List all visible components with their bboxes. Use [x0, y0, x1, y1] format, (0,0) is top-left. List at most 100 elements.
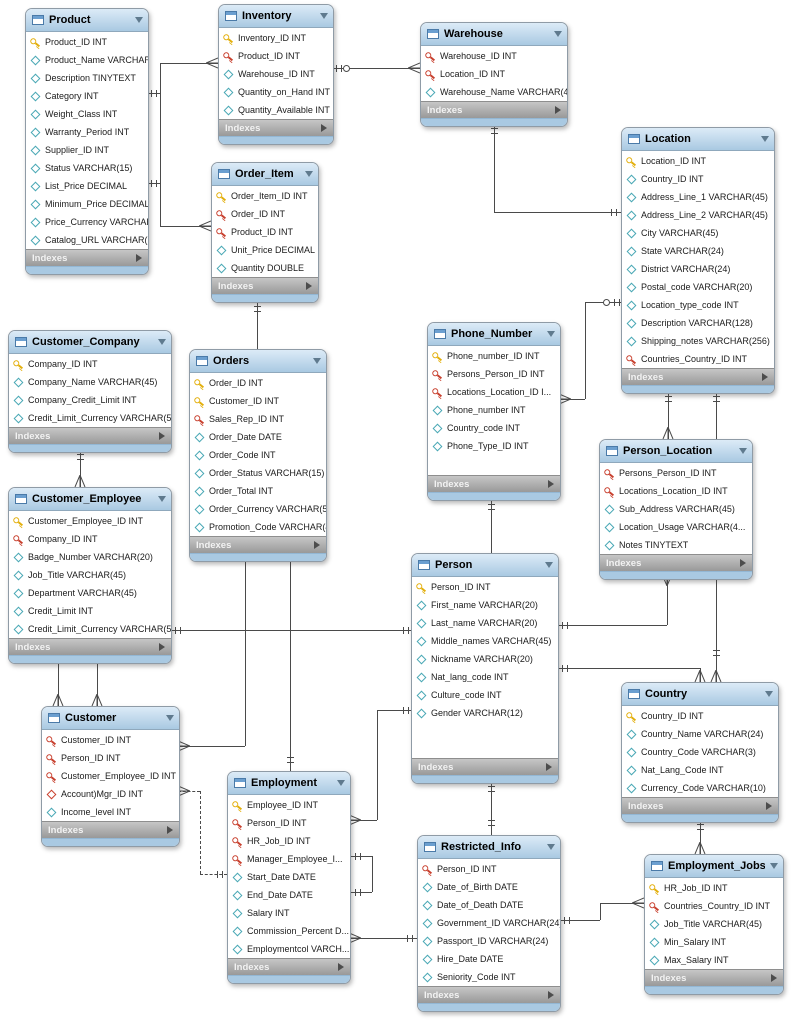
field-row[interactable]: Countries_Country_ID INT — [622, 350, 774, 368]
relationship-customer-employment-dashed[interactable] — [200, 874, 227, 875]
field-row[interactable]: Order_Total INT — [190, 482, 326, 500]
collapse-caret-icon[interactable] — [320, 13, 328, 19]
table-indexes-footer[interactable]: Indexes — [412, 758, 558, 775]
field-row[interactable]: Order_Date DATE — [190, 428, 326, 446]
field-row[interactable]: Company_ID INT — [9, 355, 171, 373]
field-row[interactable]: Company_Name VARCHAR(45) — [9, 373, 171, 391]
table-header[interactable]: Customer_Company — [9, 331, 171, 354]
field-row[interactable]: Person_ID INT — [42, 749, 179, 767]
field-row[interactable]: Location_ID INT — [622, 152, 774, 170]
relationship-product-inventory-orderitem[interactable] — [160, 63, 218, 64]
field-row[interactable]: Person_ID INT — [228, 814, 350, 832]
collapse-caret-icon[interactable] — [547, 331, 555, 337]
field-row[interactable]: Gender VARCHAR(12) — [412, 704, 558, 722]
field-row[interactable]: Date_of_Birth DATE — [418, 878, 560, 896]
field-row[interactable]: Start_Date DATE — [228, 868, 350, 886]
field-row[interactable]: Shipping_notes VARCHAR(256) — [622, 332, 774, 350]
field-row[interactable]: Sales_Rep_ID INT — [190, 410, 326, 428]
relationship-person-country[interactable] — [557, 668, 700, 669]
table-indexes-footer[interactable]: Indexes — [42, 821, 179, 838]
relationship-inventory-warehouse[interactable] — [332, 68, 420, 69]
relationship-product-inventory-orderitem[interactable] — [160, 226, 211, 227]
field-row[interactable]: Locations_Location_ID I... — [428, 383, 560, 401]
relationship-product-inventory-orderitem[interactable] — [160, 63, 161, 226]
table-indexes-footer[interactable]: Indexes — [228, 958, 350, 975]
field-row[interactable]: Commission_Percent D... — [228, 922, 350, 940]
relationship-restrictedinfo-employmentjobs[interactable] — [559, 920, 600, 921]
field-row[interactable]: Notes TINYTEXT — [600, 536, 752, 554]
field-row[interactable]: Government_ID VARCHAR(24) — [418, 914, 560, 932]
field-row[interactable]: Price_Currency VARCHAR(5) — [26, 213, 148, 231]
relationship-customeremployee-customer-a[interactable] — [58, 658, 59, 706]
field-row[interactable]: Country_Name VARCHAR(24) — [622, 725, 778, 743]
field-row[interactable]: Weight_Class INT — [26, 105, 148, 123]
field-row[interactable]: Company_Credit_Limit INT — [9, 391, 171, 409]
field-row[interactable]: Employee_ID INT — [228, 796, 350, 814]
field-row[interactable]: Persons_Person_ID INT — [600, 464, 752, 482]
table-indexes-footer[interactable]: Indexes — [212, 277, 318, 294]
table-header[interactable]: Order_Item — [212, 163, 318, 186]
relationship-customercompany-customeremployee[interactable] — [80, 447, 81, 487]
table-indexes-footer[interactable]: Indexes — [190, 536, 326, 553]
field-row[interactable]: Postal_code VARCHAR(20) — [622, 278, 774, 296]
field-row[interactable]: Hire_Date DATE — [418, 950, 560, 968]
collapse-caret-icon[interactable] — [739, 448, 747, 454]
field-row[interactable]: Min_Salary INT — [645, 933, 783, 951]
field-row[interactable]: Promotion_Code VARCHAR(45) — [190, 518, 326, 536]
field-row[interactable]: Job_Title VARCHAR(45) — [9, 566, 171, 584]
table-indexes-footer[interactable]: Indexes — [421, 101, 567, 118]
relationship-employment-person[interactable] — [377, 710, 378, 820]
field-row[interactable]: Country_code INT — [428, 419, 560, 437]
table-header[interactable]: Orders — [190, 350, 326, 373]
collapse-caret-icon[interactable] — [545, 562, 553, 568]
table-indexes-footer[interactable]: Indexes — [622, 368, 774, 385]
field-row[interactable]: State VARCHAR(24) — [622, 242, 774, 260]
table-indexes-footer[interactable]: Indexes — [9, 638, 171, 655]
field-row[interactable]: Description VARCHAR(128) — [622, 314, 774, 332]
field-row[interactable]: Order_Code INT — [190, 446, 326, 464]
field-row[interactable]: Warehouse_Name VARCHAR(45) — [421, 83, 567, 101]
field-row[interactable]: Location_Usage VARCHAR(4... — [600, 518, 752, 536]
table-header[interactable]: Employment — [228, 772, 350, 795]
field-row[interactable]: Phone_number_ID INT — [428, 347, 560, 365]
relationship-orderitem-orders[interactable] — [257, 297, 258, 349]
field-row[interactable]: Culture_code INT — [412, 686, 558, 704]
field-row[interactable]: List_Price DECIMAL — [26, 177, 148, 195]
field-row[interactable]: Person_ID INT — [412, 578, 558, 596]
relationship-restrictedinfo-employmentjobs[interactable] — [600, 903, 644, 904]
field-row[interactable]: Order_ID INT — [190, 374, 326, 392]
field-row[interactable]: Product_ID INT — [219, 47, 333, 65]
field-row[interactable]: Credit_Limit_Currency VARCHAR(5) — [9, 620, 171, 638]
table-indexes-footer[interactable]: Indexes — [600, 554, 752, 571]
field-row[interactable]: Seniority_Code INT — [418, 968, 560, 986]
field-row[interactable]: Max_Salary INT — [645, 951, 783, 969]
field-row[interactable]: First_name VARCHAR(20) — [412, 596, 558, 614]
collapse-caret-icon[interactable] — [770, 863, 778, 869]
table-header[interactable]: Country — [622, 683, 778, 706]
field-row[interactable]: Department VARCHAR(45) — [9, 584, 171, 602]
table-indexes-footer[interactable]: Indexes — [26, 249, 148, 266]
field-row[interactable]: Quantity_on_Hand INT — [219, 83, 333, 101]
field-row[interactable]: Description TINYTEXT — [26, 69, 148, 87]
field-row[interactable]: Address_Line_1 VARCHAR(45) — [622, 188, 774, 206]
collapse-caret-icon[interactable] — [135, 17, 143, 23]
relationship-orders-customer[interactable] — [178, 746, 245, 747]
field-row[interactable]: Nat_Lang_Code INT — [622, 761, 778, 779]
relationship-phonenumber-person[interactable] — [491, 495, 492, 553]
field-row[interactable]: Warranty_Period INT — [26, 123, 148, 141]
field-row[interactable]: Badge_Number VARCHAR(20) — [9, 548, 171, 566]
field-row[interactable]: Credit_Limit INT — [9, 602, 171, 620]
collapse-caret-icon[interactable] — [305, 171, 313, 177]
relationship-product-inventory-orderitem[interactable] — [147, 183, 160, 184]
field-row[interactable]: Warehouse_ID INT — [421, 47, 567, 65]
field-row[interactable]: Customer_ID INT — [190, 392, 326, 410]
relationship-product-inventory-orderitem[interactable] — [147, 93, 160, 94]
field-row[interactable]: Phone_Type_ID INT — [428, 437, 560, 455]
field-row[interactable]: Customer_Employee_ID INT — [9, 512, 171, 530]
